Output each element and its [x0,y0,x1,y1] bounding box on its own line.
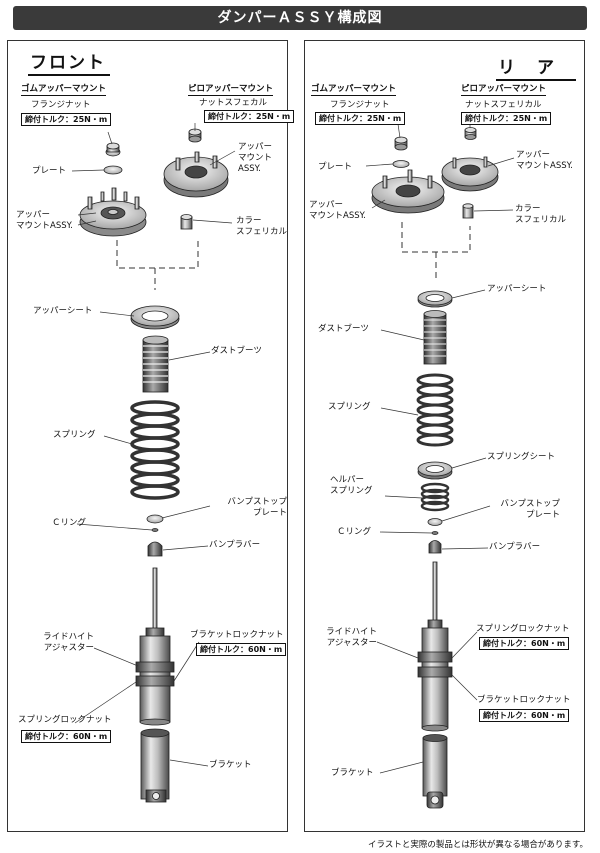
diagram-title: ダンパーＡＳＳＹ構成図 [13,6,587,30]
front-plate-label: プレート [32,166,67,176]
front-plate [103,165,123,175]
rear-heading: リア [496,53,576,81]
front-rubber-mount-assy-text: アッパー マウントASSY. [16,210,73,231]
rear-spring-lock-nut-torque: 締付トルク：60N・m [479,637,570,650]
rear-bump-stop-plate [427,518,443,526]
front-c-ring [151,528,159,532]
front-pillow-upper-mount [163,151,229,198]
rear-bracket-label: ブラケット [331,768,374,778]
front-damper-body [135,567,175,726]
front-spring-lock-nut-label: スプリングロックナット [18,715,112,725]
rear-upper-sheet [417,290,453,308]
rear-plate-label: プレート [318,162,353,172]
front-upper-seat [130,305,180,330]
rear-helper-spring [420,482,450,512]
front-parts [71,123,236,803]
rear-bump-rubber [428,540,442,554]
front-ride-height-adjuster-text: ライドハイト アジャスター [43,632,94,653]
rear-collar-spherical [462,203,474,219]
rear-pillow-mount-header: ピロアッパーマウント [461,84,547,96]
rear-flange-nut-torque: 締付トルク：25N・m [315,112,406,125]
rear-plate [392,160,410,168]
rear-upper-sheet-label: アッパーシート [487,284,547,294]
front-collar-label: カラー スフェリカル [236,216,288,238]
rear-rubber-mount-header: ゴムアッパーマウント [311,84,397,96]
front-upper-seat-label: アッパーシート [33,306,93,316]
rear-spring-seat-label: スプリングシート [487,452,556,462]
front-bump-rubber [147,541,163,557]
front-bracket-label: ブラケット [209,760,252,770]
rear-bump-rubber-label: バンプラバー [489,542,541,552]
rear-bump-stop-plate-text: バンプストップ プレート [500,499,560,520]
rear-damper-body [417,561,453,732]
rear-nut-spherical-torque: 締付トルク：25N・m [461,112,552,125]
front-ride-height-adjuster-label: ライドハイト アジャスター [30,632,94,654]
front-bracket [140,728,170,803]
rear-bump-stop-plate-label: バンプストップ プレート [490,499,560,521]
front-dust-boot-label: ダストブーツ [211,346,262,356]
front-pillow-mount-header: ピロアッパーマウント [188,84,274,96]
front-heading: フロント [28,48,110,76]
rear-ride-height-adjuster-label: ライドハイト アジャスター [313,627,377,649]
rear-collar-label: カラー スフェリカル [515,204,581,226]
rear-rubber-mount-assy-text: アッパー マウントASSY. [309,200,366,221]
rear-parts [365,120,515,809]
rear-spring-seat [417,461,453,480]
front-collar-spherical [180,214,193,230]
rear-dust-boot-label: ダストブーツ [318,324,369,334]
rear-spring-lock-nut-label: スプリングロックナット [476,624,570,634]
front-bracket-lock-nut-torque: 締付トルク：60N・m [196,643,287,656]
front-dust-boot [142,335,169,393]
rear-helper-spring-label: ヘルパー スプリング [330,475,386,497]
rear-panel [304,40,585,832]
rear-dust-boot [423,310,447,365]
front-nut-spherical-label: ナットスフェカル [199,98,268,108]
rear-collar-text: カラー スフェリカル [515,204,567,225]
front-bump-stop-plate-label: バンプストップ プレート [211,497,287,519]
rear-rubber-mount-assy-label: アッパー マウントASSY. [309,200,375,222]
front-bump-rubber-label: バンプラバー [209,540,261,550]
rear-bracket-lock-nut-label: ブラケットロックナット [477,695,571,705]
front-flange-nut-label: フランジナット [31,100,91,110]
front-spring-lock-nut-torque: 締付トルク：60N・m [21,730,112,743]
rear-c-ring [431,531,439,535]
rear-spring [416,373,454,447]
footnote: イラストと実際の製品とは形状が異なる場合があります。 [368,840,588,850]
rear-pillow-mount-assy-label: アッパー マウントASSY. [516,150,582,172]
front-collar-text: カラー スフェリカル [236,216,288,237]
front-bump-stop-plate [146,514,164,524]
rear-spring-label: スプリング [328,402,371,412]
rear-nut-spherical-label: ナットスフェリカル [465,100,542,110]
front-flange-nut-torque: 締付トルク：25N・m [21,113,112,126]
rear-flange-nut [394,136,408,151]
front-flange-nut [105,142,121,157]
rear-ride-height-adjuster-text: ライドハイト アジャスター [326,627,377,648]
front-rubber-mount-header: ゴムアッパーマウント [21,84,107,96]
front-nut-spherical-torque: 締付トルク：25N・m [204,110,295,123]
rear-pillow-mount-assy-text: アッパー マウントASSY. [516,150,573,171]
front-bump-stop-plate-text: バンプストップ プレート [227,497,287,518]
rear-helper-spring-text: ヘルパー スプリング [330,475,373,496]
front-c-ring-label: Ｃリング [52,518,87,528]
rear-pillow-nut [464,127,477,140]
front-spring [130,400,180,500]
front-pillow-mount-assy-text: アッパー マウントASSY. [238,142,273,174]
front-rubber-mount-assy-label: アッパー マウントASSY. [16,210,82,232]
front-pillow-mount-assy-label: アッパー マウントASSY. [238,142,286,175]
front-spring-label: スプリング [53,430,96,440]
rear-c-ring-label: Ｃリング [337,527,372,537]
rear-pillow-upper-mount [441,156,499,192]
rear-bracket-lock-nut-torque: 締付トルク：60N・m [479,709,570,722]
front-pillow-nut [188,128,202,143]
front-panel [7,40,288,832]
rear-flange-nut-label: フランジナット [330,100,390,110]
rear-rubber-upper-mount [371,169,445,214]
rear-bracket [422,734,448,809]
front-bracket-lock-nut-label: ブラケットロックナット [190,630,284,640]
front-rubber-upper-mount [79,187,147,237]
